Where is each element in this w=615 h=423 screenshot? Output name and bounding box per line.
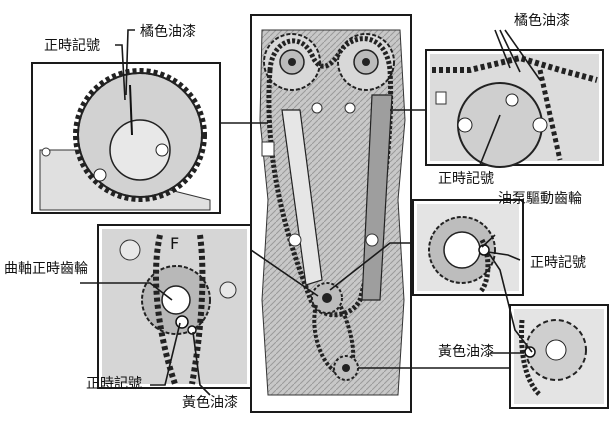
exhaust-cam-detail-panel [425,49,604,168]
label-oil-pump-gear: 油泵驅動齒輪 [498,191,582,207]
label-crank-gear: 曲軸正時齒輪 [4,261,88,277]
crankshaft-sprocket [311,282,343,314]
label-timing-mark-right: 正時記號 [438,171,494,187]
label-timing-mark-pump: 正時記號 [530,255,586,271]
label-timing-mark-bottom-left: 正時記號 [86,376,142,392]
oil-pump-sprocket-detail-panel [509,304,609,409]
label-orange-paint-top-left: 橘色油漆 [140,24,196,40]
engine-front-view [250,14,412,413]
oil-pump-detail-panel [412,199,524,296]
oil-pump-sprocket [312,304,359,381]
leader-lines [80,29,541,396]
label-orange-paint-top-right: 橘色油漆 [514,13,570,29]
label-yellow-paint-right: 黃色油漆 [438,344,494,360]
label-yellow-paint-bottom: 黃色油漆 [182,395,238,411]
exhaust-cam-sprocket [337,33,395,91]
label-crank-letter: F [170,234,180,253]
crankshaft-detail-panel [97,224,252,389]
label-timing-mark-top-left: 正時記號 [44,38,100,54]
